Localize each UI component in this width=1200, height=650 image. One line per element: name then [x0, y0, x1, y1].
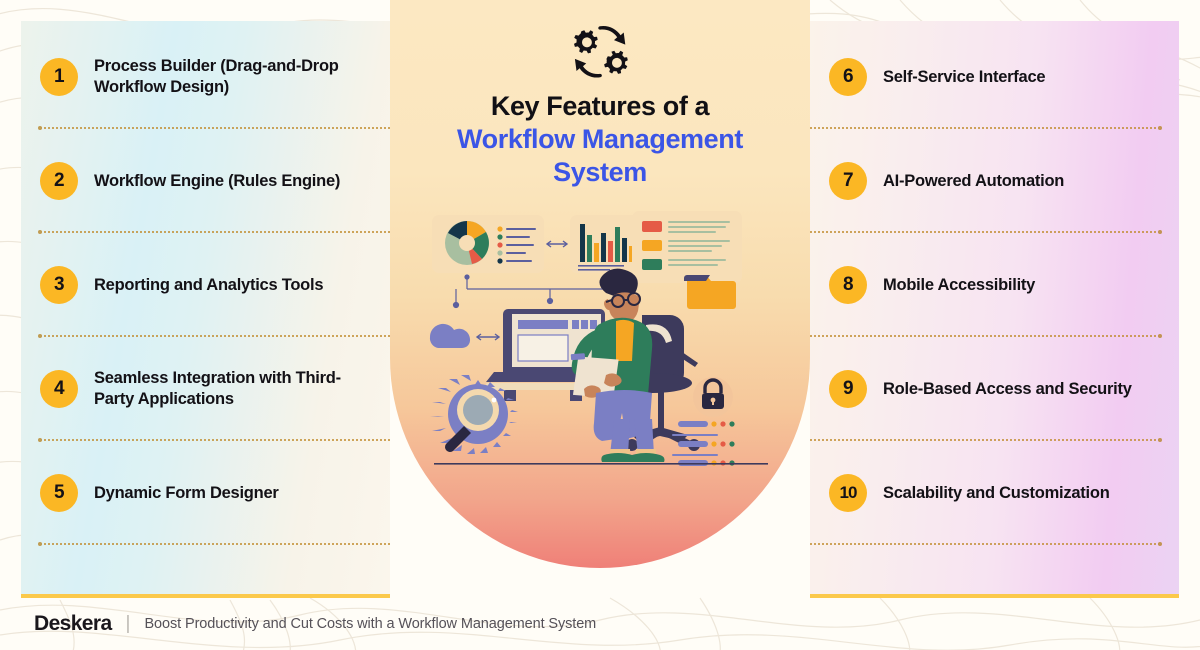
item-label: Self-Service Interface: [883, 67, 1046, 86]
magnifier-gear-icon: [430, 375, 518, 454]
brand-logo: Deskera: [34, 612, 112, 635]
item-label: Seamless Integration with Third-Party Ap…: [94, 369, 341, 408]
divider-dot: [38, 542, 42, 546]
footer-tagline: Boost Productivity and Cut Costs with a …: [144, 616, 597, 632]
title-line-1: Key Features of a: [490, 91, 710, 121]
item-label: Dynamic Form Designer: [94, 483, 279, 502]
item-label: Scalability and Customization: [883, 483, 1110, 502]
row-divider: [810, 542, 1162, 546]
item-number-badge: 8: [829, 266, 867, 304]
row-divider: [810, 334, 1162, 338]
list-item[interactable]: 3 Reporting and Analytics Tools: [21, 233, 390, 338]
item-number-badge: 2: [40, 162, 78, 200]
center-content: Key Features of a Workflow Management Sy…: [390, 0, 810, 568]
divider-dot: [1158, 126, 1162, 130]
divider-dot: [38, 438, 42, 442]
row-divider: [810, 126, 1162, 130]
divider-dot: [38, 230, 42, 234]
item-number-badge: 5: [40, 474, 78, 512]
checklist-icon: [672, 421, 735, 466]
item-number-badge: 4: [40, 370, 78, 408]
row-divider: [38, 438, 390, 442]
list-item[interactable]: 6 Self-Service Interface: [810, 25, 1179, 130]
row-divider: [38, 230, 390, 234]
item-label: Process Builder (Drag-and-Drop Workflow …: [94, 57, 339, 96]
item-number-badge: 10: [829, 474, 867, 512]
divider-dot: [1158, 334, 1162, 338]
row-divider: [810, 230, 1162, 234]
item-label: Mobile Accessibility: [883, 275, 1036, 294]
list-item[interactable]: 7 AI-Powered Automation: [810, 129, 1179, 234]
list-item[interactable]: 1 Process Builder (Drag-and-Drop Workflo…: [21, 25, 390, 130]
divider-dot: [1158, 438, 1162, 442]
divider-dot: [1158, 230, 1162, 234]
gears-cycle-icon: [390, 22, 810, 84]
list-item[interactable]: 2 Workflow Engine (Rules Engine): [21, 129, 390, 234]
item-number-badge: 9: [829, 370, 867, 408]
item-label: Role-Based Access and Security: [883, 379, 1132, 398]
list-item[interactable]: 9 Role-Based Access and Security: [810, 337, 1179, 442]
document-list-card: [632, 211, 742, 283]
title-line-2: Workflow Management: [457, 124, 743, 154]
item-label: Workflow Engine (Rules Engine): [94, 171, 341, 190]
item-number-badge: 1: [40, 58, 78, 96]
list-item[interactable]: 8 Mobile Accessibility: [810, 233, 1179, 338]
row-divider: [810, 438, 1162, 442]
item-label: AI-Powered Automation: [883, 171, 1065, 190]
item-label: Reporting and Analytics Tools: [94, 275, 324, 294]
person-figure: [570, 268, 665, 462]
list-item[interactable]: 5 Dynamic Form Designer: [21, 441, 390, 546]
item-number-badge: 6: [829, 58, 867, 96]
item-number-badge: 3: [40, 266, 78, 304]
divider-dot: [1158, 542, 1162, 546]
footer-bar: Deskera | Boost Productivity and Cut Cos…: [0, 598, 1200, 650]
workflow-dashboard-illustration: [390, 197, 810, 472]
page-title: Key Features of a Workflow Management Sy…: [390, 90, 810, 189]
list-item[interactable]: 10 Scalability and Customization: [810, 441, 1179, 546]
ground-line: [434, 463, 768, 465]
connector-arrow-1: [545, 240, 569, 248]
item-number-badge: 7: [829, 162, 867, 200]
folder-icon: [684, 275, 736, 309]
connector-arrow-2: [475, 333, 501, 341]
title-line-3: System: [553, 157, 647, 187]
lock-icon: [693, 377, 733, 417]
pie-chart-card: [432, 215, 544, 273]
right-feature-list: 6 Self-Service Interface 7 AI-Powered Au…: [810, 21, 1179, 598]
row-divider: [38, 542, 390, 546]
cloud-icon: [429, 323, 471, 349]
list-item[interactable]: 4 Seamless Integration with Third-Party …: [21, 337, 390, 442]
right-features-panel: [810, 21, 1179, 598]
footer-separator: |: [125, 613, 131, 634]
left-feature-list: 1 Process Builder (Drag-and-Drop Workflo…: [21, 21, 390, 598]
